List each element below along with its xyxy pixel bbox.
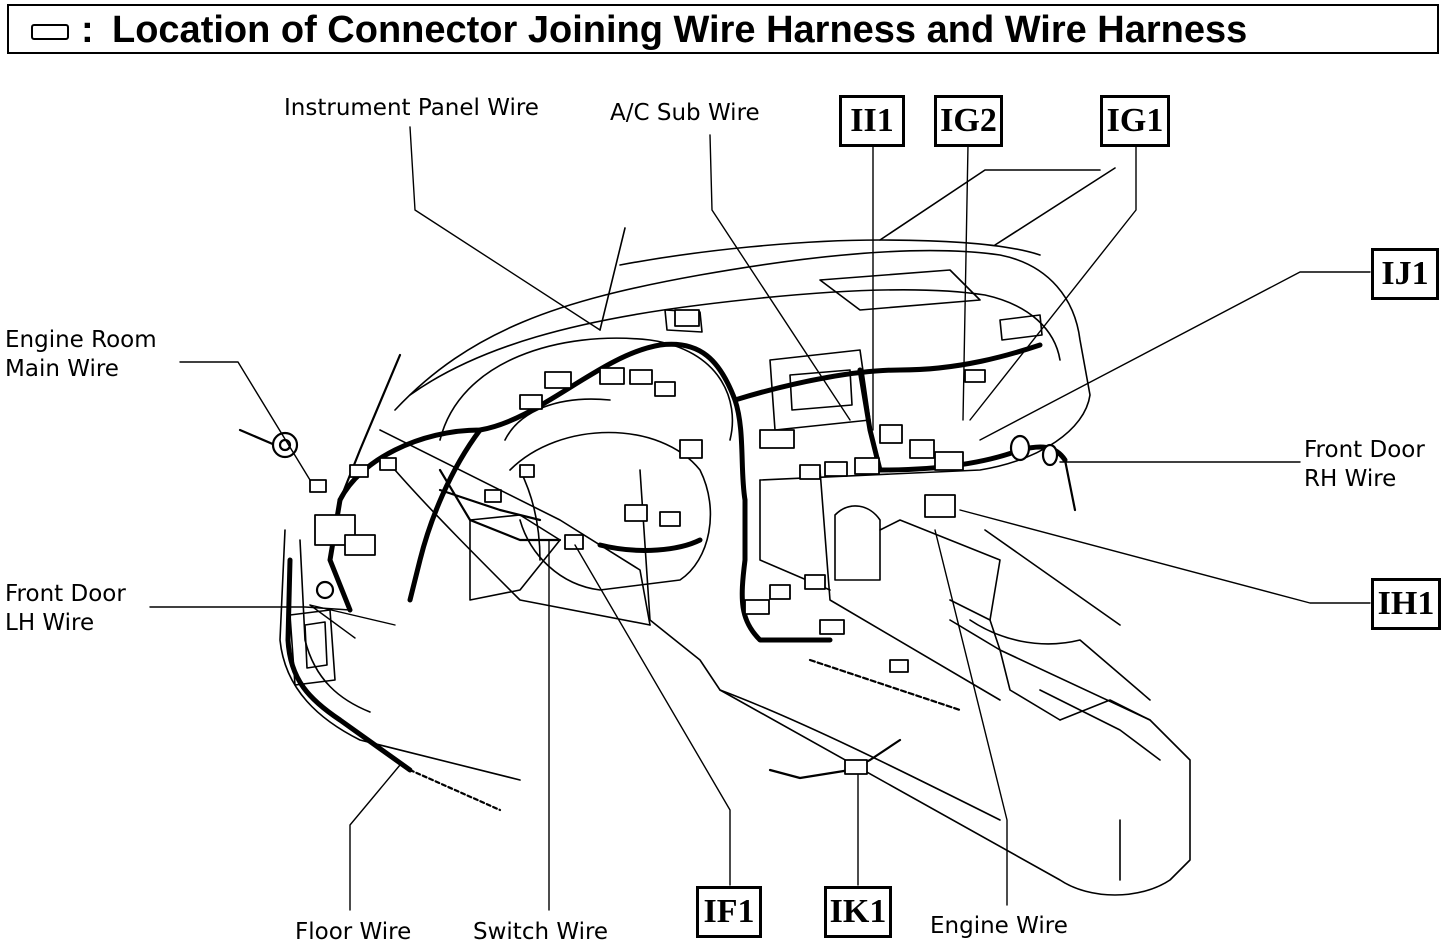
door-panel	[279, 529, 521, 781]
engine-room-main-wire-label: Engine Room Main Wire	[5, 327, 157, 382]
connector-code-ij1: IJ1	[1371, 248, 1439, 300]
header-colon: :	[81, 9, 94, 51]
switch-wire-label: Switch Wire	[473, 919, 609, 945]
connector-code-ig1: IG1	[1100, 95, 1170, 147]
steering-column	[469, 469, 561, 601]
connector-blocks	[309, 309, 986, 775]
connector-symbol-icon	[31, 24, 69, 40]
wire-harness-fine	[238, 353, 1077, 812]
leader-lines	[149, 126, 1371, 911]
ac-sub-wire-label: A/C Sub Wire	[610, 100, 760, 126]
connector-code-if1: IF1	[696, 886, 762, 938]
connector-code-ik1: IK1	[824, 886, 892, 938]
instrument-cluster	[439, 337, 734, 591]
engine-wire-label: Engine Wire	[930, 913, 1068, 939]
connector-code-ig2: IG2	[934, 95, 1003, 147]
wire-harness	[285, 341, 1068, 773]
connector-code-ih1: IH1	[1371, 578, 1441, 630]
front-door-lh-wire-label: Front Door LH Wire	[5, 581, 126, 636]
connector-code-ii1: II1	[839, 95, 905, 147]
instrument-panel-wire-label: Instrument Panel Wire	[284, 95, 539, 121]
grommets	[271, 431, 1059, 600]
front-door-rh-wire-label: Front Door RH Wire	[1304, 437, 1425, 492]
diagram-title: Location of Connector Joining Wire Harne…	[112, 9, 1248, 51]
floor-wire-label: Floor Wire	[295, 919, 412, 945]
diagram-header: : Location of Connector Joining Wire Har…	[7, 4, 1439, 54]
